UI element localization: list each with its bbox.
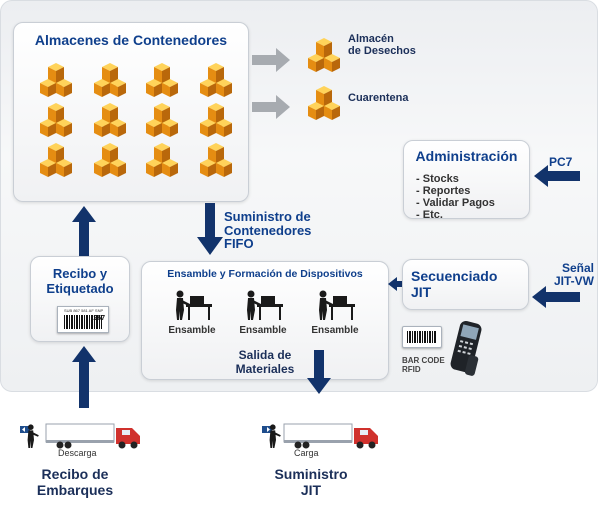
suministro-contenedores-label: Suministro de Contenedores FIFO	[224, 210, 311, 251]
scanner-icon	[450, 320, 482, 376]
barcode-tag-small	[402, 326, 442, 348]
secuenciado-line2: JIT	[411, 284, 432, 300]
barcode-line1: BAR CODE	[402, 356, 445, 365]
arrow-secuenciado-to-ensamble	[388, 277, 404, 291]
admin-item: Stocks	[416, 173, 495, 185]
senal-label: Señal JIT-VW	[548, 262, 594, 287]
station-label: Ensamble	[311, 325, 359, 336]
arrow-salida-down	[307, 350, 331, 394]
desechos-label-line1: Almacén	[348, 33, 394, 45]
senal-line1: Señal	[561, 261, 594, 275]
salida-label: Salida de Materiales	[142, 348, 388, 376]
senal-line2: JIT-VW	[553, 273, 594, 288]
assembly-station: Ensamble	[305, 290, 365, 340]
administracion-box: Administración Stocks Reportes Validar P…	[403, 140, 530, 221]
admin-item: Validar Pagos	[416, 197, 495, 209]
arrow-recibo-to-almacenes	[72, 206, 96, 256]
recibo-embarques-line2: Embarques	[36, 482, 114, 498]
suministro-contenedores-line1: Suministro de	[224, 209, 311, 224]
sticker-small-text: SUB 867 581 AF SNP	[64, 308, 104, 313]
arrow-suministro-contenedores	[197, 203, 223, 255]
recibo-etiquetado-line2: Etiquetado	[46, 281, 114, 296]
admin-item: Etc.	[416, 209, 495, 221]
secuenciado-box: Secuenciado JIT	[402, 259, 529, 310]
secuenciado-line1: Secuenciado	[411, 268, 498, 284]
station-label: Ensamble	[168, 325, 216, 336]
barcode-line2: RFID	[402, 365, 421, 374]
cuarentena-label: Cuarentena	[348, 92, 409, 104]
salida-line2: Materiales	[235, 362, 295, 376]
barcode-sticker: SUB 867 581 AF SNP 267	[57, 306, 109, 333]
ensamble-box: Ensamble y Formación de Dispositivos Ens…	[141, 261, 389, 380]
truck-icon	[262, 423, 378, 449]
ensamble-title: Ensamble y Formación de Dispositivos	[167, 268, 363, 280]
salida-line1: Salida de	[238, 348, 292, 362]
truck-descarga: Descarga	[18, 418, 144, 458]
arrow-pc7-to-admin	[534, 165, 580, 187]
pc7-label: PC7	[549, 155, 573, 169]
worker-icon	[247, 290, 283, 320]
recibo-embarques-line1: Recibo de	[41, 466, 109, 482]
cuarentena-crates	[308, 86, 340, 120]
arrow-senal-to-secuenciado	[532, 286, 580, 308]
suministro-jit-line2: JIT	[300, 482, 322, 498]
assembly-station: Ensamble	[233, 290, 293, 340]
recibo-embarques-label: Recibo de Embarques	[20, 466, 130, 498]
desechos-label-line2: de Desechos	[348, 45, 416, 58]
recibo-etiquetado-title: Recibo y Etiquetado	[31, 266, 129, 296]
truck-icon	[20, 423, 140, 449]
desechos-crates	[308, 38, 340, 72]
sticker-bars	[64, 315, 102, 329]
truck-carga: Carga	[260, 418, 386, 458]
worker-icon	[176, 290, 212, 320]
barcode-label: BAR CODE RFID	[402, 356, 445, 374]
suministro-jit-line1: Suministro	[274, 466, 348, 482]
recibo-etiquetado-box: Recibo y Etiquetado SUB 867 581 AF SNP 2…	[30, 256, 130, 342]
sticker-number: 267	[93, 315, 105, 322]
almacenes-box: Almacenes de Contenedores	[13, 22, 249, 202]
suministro-jit-label: Suministro JIT	[256, 466, 366, 498]
administracion-title: Administración	[415, 148, 518, 164]
admin-item: Reportes	[416, 185, 495, 197]
truck-carga-label: Carga	[294, 448, 319, 458]
worker-icon	[319, 290, 355, 320]
secuenciado-label: Secuenciado JIT	[411, 268, 497, 300]
container-stacks	[40, 63, 232, 177]
truck-descarga-label: Descarga	[58, 448, 97, 458]
gray-arrow-cuarentena	[252, 95, 290, 119]
desechos-label: Almacén de Desechos	[348, 33, 416, 57]
almacenes-title: Almacenes de Contenedores	[34, 32, 228, 48]
administracion-list: Stocks Reportes Validar Pagos Etc.	[416, 173, 495, 221]
suministro-contenedores-line3: FIFO	[224, 236, 254, 252]
gray-arrow-desechos	[252, 48, 290, 72]
suministro-contenedores-line2: Contenedores	[224, 222, 312, 238]
recibo-etiquetado-line1: Recibo y	[52, 266, 108, 281]
assembly-station: Ensamble	[162, 290, 222, 340]
station-label: Ensamble	[239, 325, 287, 336]
arrow-embarques-to-recibo	[72, 346, 96, 408]
